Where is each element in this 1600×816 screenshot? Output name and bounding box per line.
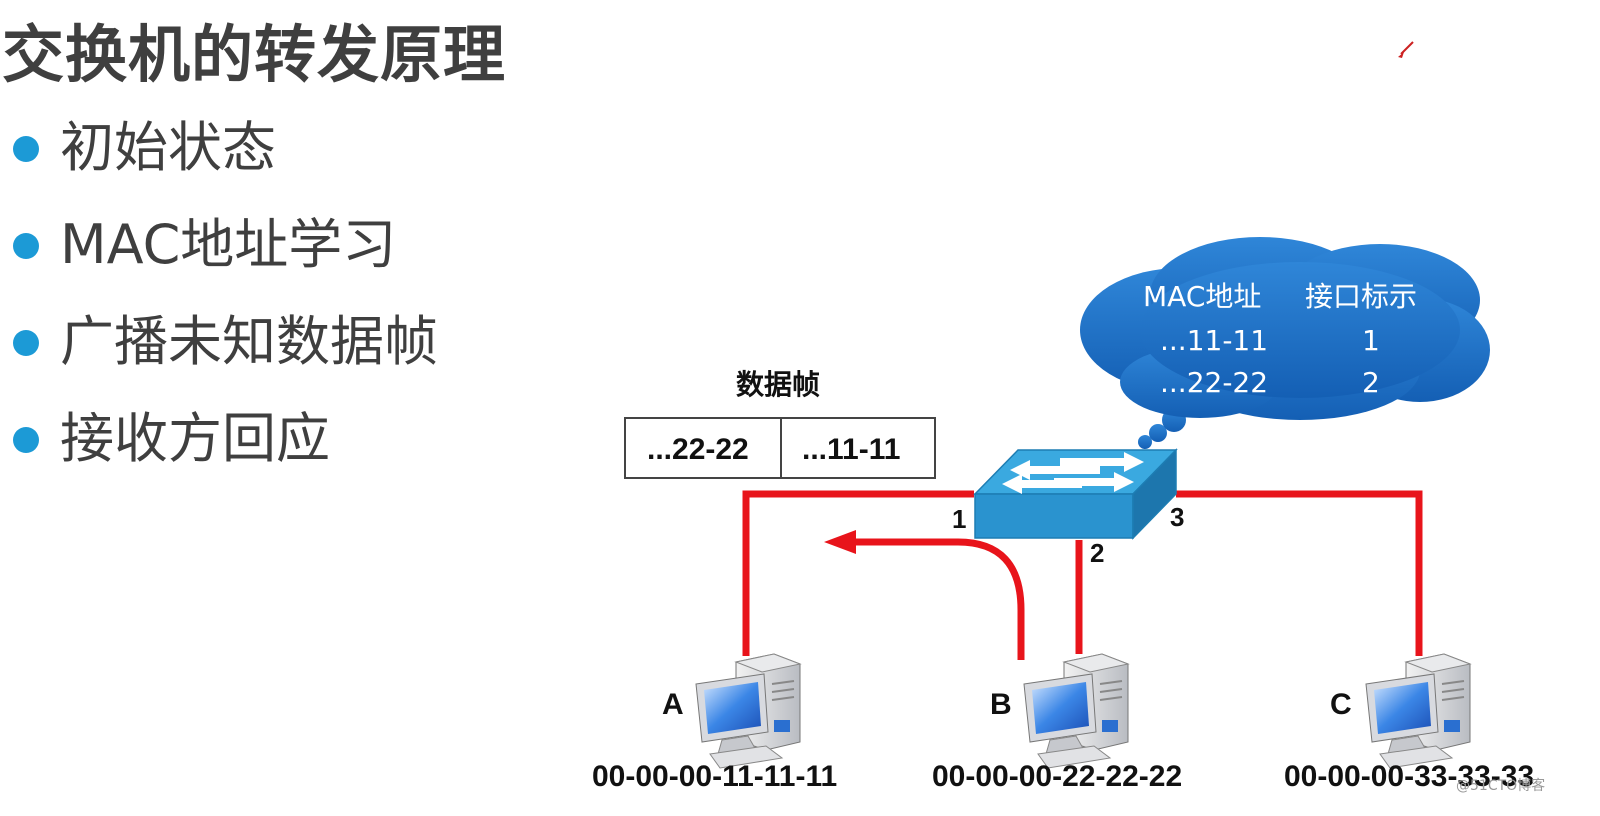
host-letter: C <box>1330 688 1352 721</box>
mac-table-cloud: MAC地址 接口标示 ...11-11 1 ...22-22 2 <box>1080 237 1490 449</box>
frame-src-cell <box>780 417 936 479</box>
port-label-2: 2 <box>1090 538 1104 568</box>
port-label-1: 1 <box>952 504 966 534</box>
bullet-item: MAC地址学习 <box>10 205 438 302</box>
mac-table-header-port: 接口标示 <box>1305 280 1417 313</box>
host-mac: 00-00-00-33-33-33 <box>1284 760 1534 793</box>
host-letter: A <box>662 688 684 721</box>
frame-title: 数据帧 <box>736 368 820 401</box>
mac-table-row-port: 2 <box>1362 366 1380 399</box>
link-port-1 <box>742 490 974 656</box>
mac-table-row-mac: ...22-22 <box>1160 366 1268 399</box>
mac-table-header-mac: MAC地址 <box>1143 280 1261 313</box>
bullet-text: 接收方回应 <box>60 407 330 470</box>
data-frame: ...22-22 ...11-11 <box>624 417 936 479</box>
host-mac: 00-00-00-11-11-11 <box>592 760 837 793</box>
bullet-item: 初始状态 <box>10 108 438 205</box>
pen-cursor-icon <box>1398 41 1414 58</box>
host-c: C 00-00-00-33-33-33 <box>1284 653 1534 793</box>
computer-icon <box>695 653 801 769</box>
bullet-text: 初始状态 <box>60 116 276 179</box>
switch-icon <box>973 448 1178 540</box>
mac-table-row-port: 1 <box>1362 324 1380 357</box>
host-letter: B <box>990 688 1012 721</box>
link-port-3 <box>1176 490 1423 656</box>
frame-dst-mac: ...22-22 <box>647 433 749 466</box>
slide-title: 交换机的转发原理 <box>2 18 507 91</box>
bullet-text: MAC地址学习 <box>60 213 397 276</box>
host-a: A 00-00-00-11-11-11 <box>592 653 837 793</box>
frame-direction-arrow <box>824 530 1025 660</box>
watermark: @51CTO博客 <box>1456 777 1545 794</box>
bullet-item: 接收方回应 <box>10 399 438 496</box>
bullet-item: 广播未知数据帧 <box>10 302 438 399</box>
bullet-list: 初始状态 MAC地址学习 广播未知数据帧 接收方回应 <box>10 108 438 496</box>
bullet-dot <box>13 330 39 356</box>
computer-icon <box>1365 653 1471 769</box>
host-mac: 00-00-00-22-22-22 <box>932 760 1182 793</box>
bullet-dot <box>13 136 39 162</box>
port-label-3: 3 <box>1170 502 1184 532</box>
bullet-dot <box>13 427 39 453</box>
bullet-dot <box>13 233 39 259</box>
mac-table-row-mac: ...11-11 <box>1160 324 1268 357</box>
frame-src-mac: ...11-11 <box>802 433 900 466</box>
computer-icon <box>1023 653 1129 769</box>
bullet-text: 广播未知数据帧 <box>60 310 438 373</box>
host-b: B 00-00-00-22-22-22 <box>932 653 1182 793</box>
